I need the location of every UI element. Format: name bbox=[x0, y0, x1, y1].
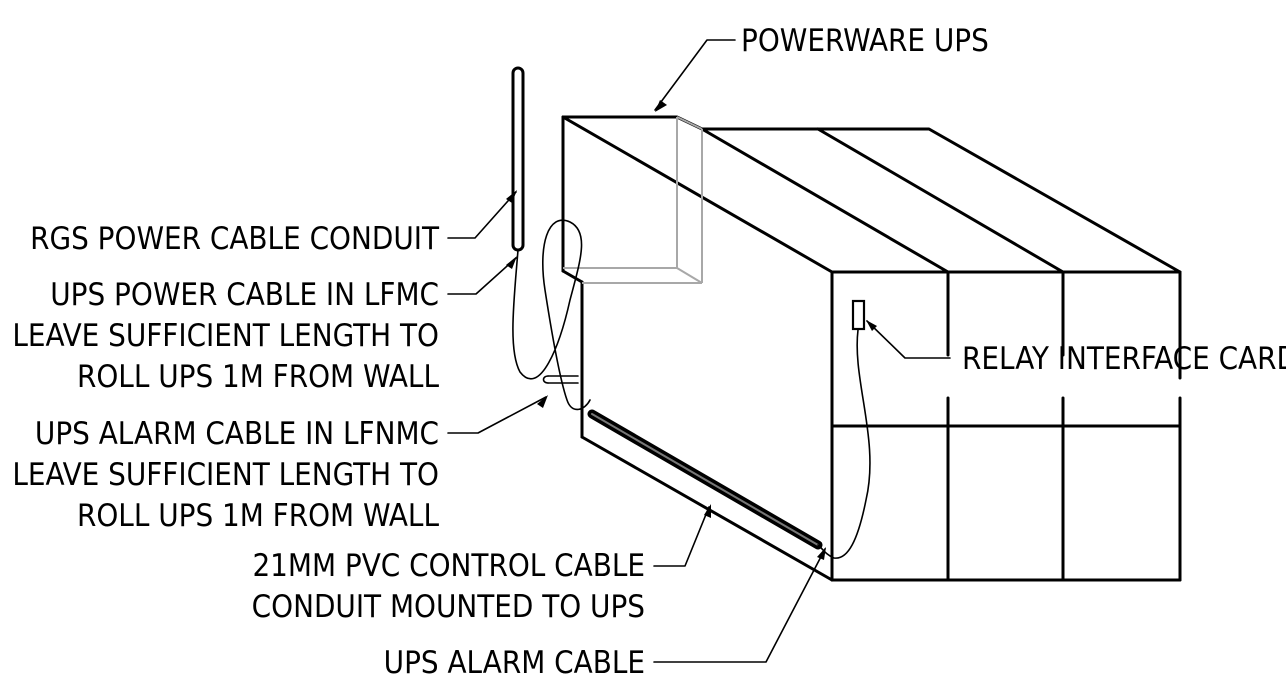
hidden-rear-outline bbox=[563, 116, 703, 284]
label-ups-alarm-cable: UPS ALARM CABLE bbox=[384, 645, 645, 681]
label-ups-alarm-lfnmc-1: UPS ALARM CABLE IN LFNMC bbox=[35, 416, 439, 452]
label-rgs-conduit: RGS POWER CABLE CONDUIT bbox=[30, 221, 440, 257]
label-relay-interface-card: RELAY INTERFACE CARD bbox=[962, 341, 1286, 377]
ups-alarm-cable-line bbox=[817, 329, 871, 559]
leader-lines bbox=[447, 39, 951, 663]
rgs-conduit bbox=[511, 66, 525, 252]
label-ups-power-cable-2: LEAVE SUFFICIENT LENGTH TO bbox=[12, 318, 439, 354]
label-pvc-conduit-2: CONDUIT MOUNTED TO UPS bbox=[252, 589, 645, 625]
ups-power-cable bbox=[512, 219, 591, 411]
pvc-conduit bbox=[587, 409, 823, 550]
arrowheads bbox=[506, 100, 877, 560]
label-powerware-ups: POWERWARE UPS bbox=[741, 23, 989, 59]
label-ups-alarm-lfnmc-2: LEAVE SUFFICIENT LENGTH TO bbox=[12, 457, 439, 493]
label-ups-power-cable-3: ROLL UPS 1M FROM WALL bbox=[77, 359, 439, 395]
label-ups-alarm-lfnmc-3: ROLL UPS 1M FROM WALL bbox=[77, 498, 439, 534]
label-ups-power-cable-1: UPS POWER CABLE IN LFMC bbox=[50, 277, 439, 313]
relay-interface-card bbox=[851, 299, 866, 331]
label-pvc-conduit-1: 21MM PVC CONTROL CABLE bbox=[252, 548, 645, 584]
ups-cabinet bbox=[561, 115, 1182, 582]
lfnmc-stub bbox=[542, 375, 579, 384]
